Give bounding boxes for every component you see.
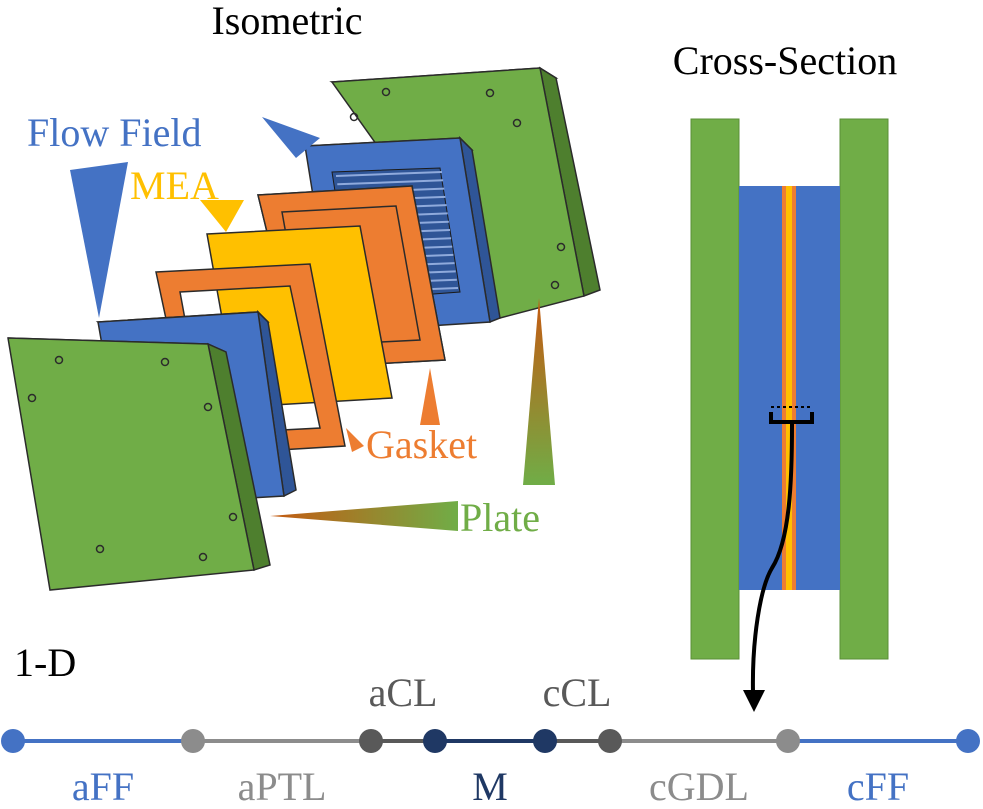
node-cff-end [956, 729, 980, 753]
cgdl-label: cGDL [649, 764, 749, 809]
node-aff-aptl [181, 729, 205, 753]
cs-zoom-arrow [750, 423, 794, 693]
aptl-label: aPTL [238, 764, 327, 809]
cs-right-plate [839, 118, 889, 660]
one-d-title: 1-D [14, 640, 76, 685]
plate-callout-h [270, 501, 458, 531]
flow-field-callout-left [70, 162, 128, 318]
acl-label: aCL [369, 670, 438, 715]
flow-channel-ridge [337, 179, 444, 186]
flow-field-callout [262, 117, 320, 158]
cff-label: cFF [847, 764, 909, 809]
node-ccl-cgdl [598, 729, 622, 753]
mea-callout [200, 200, 244, 232]
gasket-callout-low [346, 428, 364, 452]
one-d-model: aCL cCL aFF aPTL M cGDL cFF [1, 670, 980, 809]
front-plate [7, 337, 271, 591]
plate-callout-v [523, 298, 555, 485]
node-aptl-acl [359, 729, 383, 753]
aff-label: aFF [72, 764, 134, 809]
cs-arrow-head [743, 690, 765, 712]
isometric-title: Isometric [211, 0, 362, 43]
m-label: M [472, 764, 508, 809]
node-aff-start [1, 729, 25, 753]
gasket-callout-high [420, 368, 440, 425]
mea-label: MEA [130, 163, 219, 208]
cs-zoom-bracket [769, 412, 814, 424]
ccl-label: cCL [543, 670, 612, 715]
cs-mea [786, 186, 792, 590]
cs-left-plate [690, 118, 740, 660]
flow-channel-ridge [335, 171, 443, 177]
cross-section-view [690, 118, 889, 712]
cs-anode-gasket [782, 186, 786, 590]
node-m-ccl [533, 729, 557, 753]
node-acl-m [423, 729, 447, 753]
cross-section-title: Cross-Section [673, 38, 897, 83]
isometric-view: Flow Field MEA Gasket Plate [7, 66, 601, 591]
gasket-label: Gasket [366, 422, 477, 467]
flow-field-label: Flow Field [27, 110, 201, 155]
cs-cathode-gasket [792, 186, 796, 590]
node-cgdl-cff [776, 729, 800, 753]
plate-label: Plate [460, 495, 540, 540]
